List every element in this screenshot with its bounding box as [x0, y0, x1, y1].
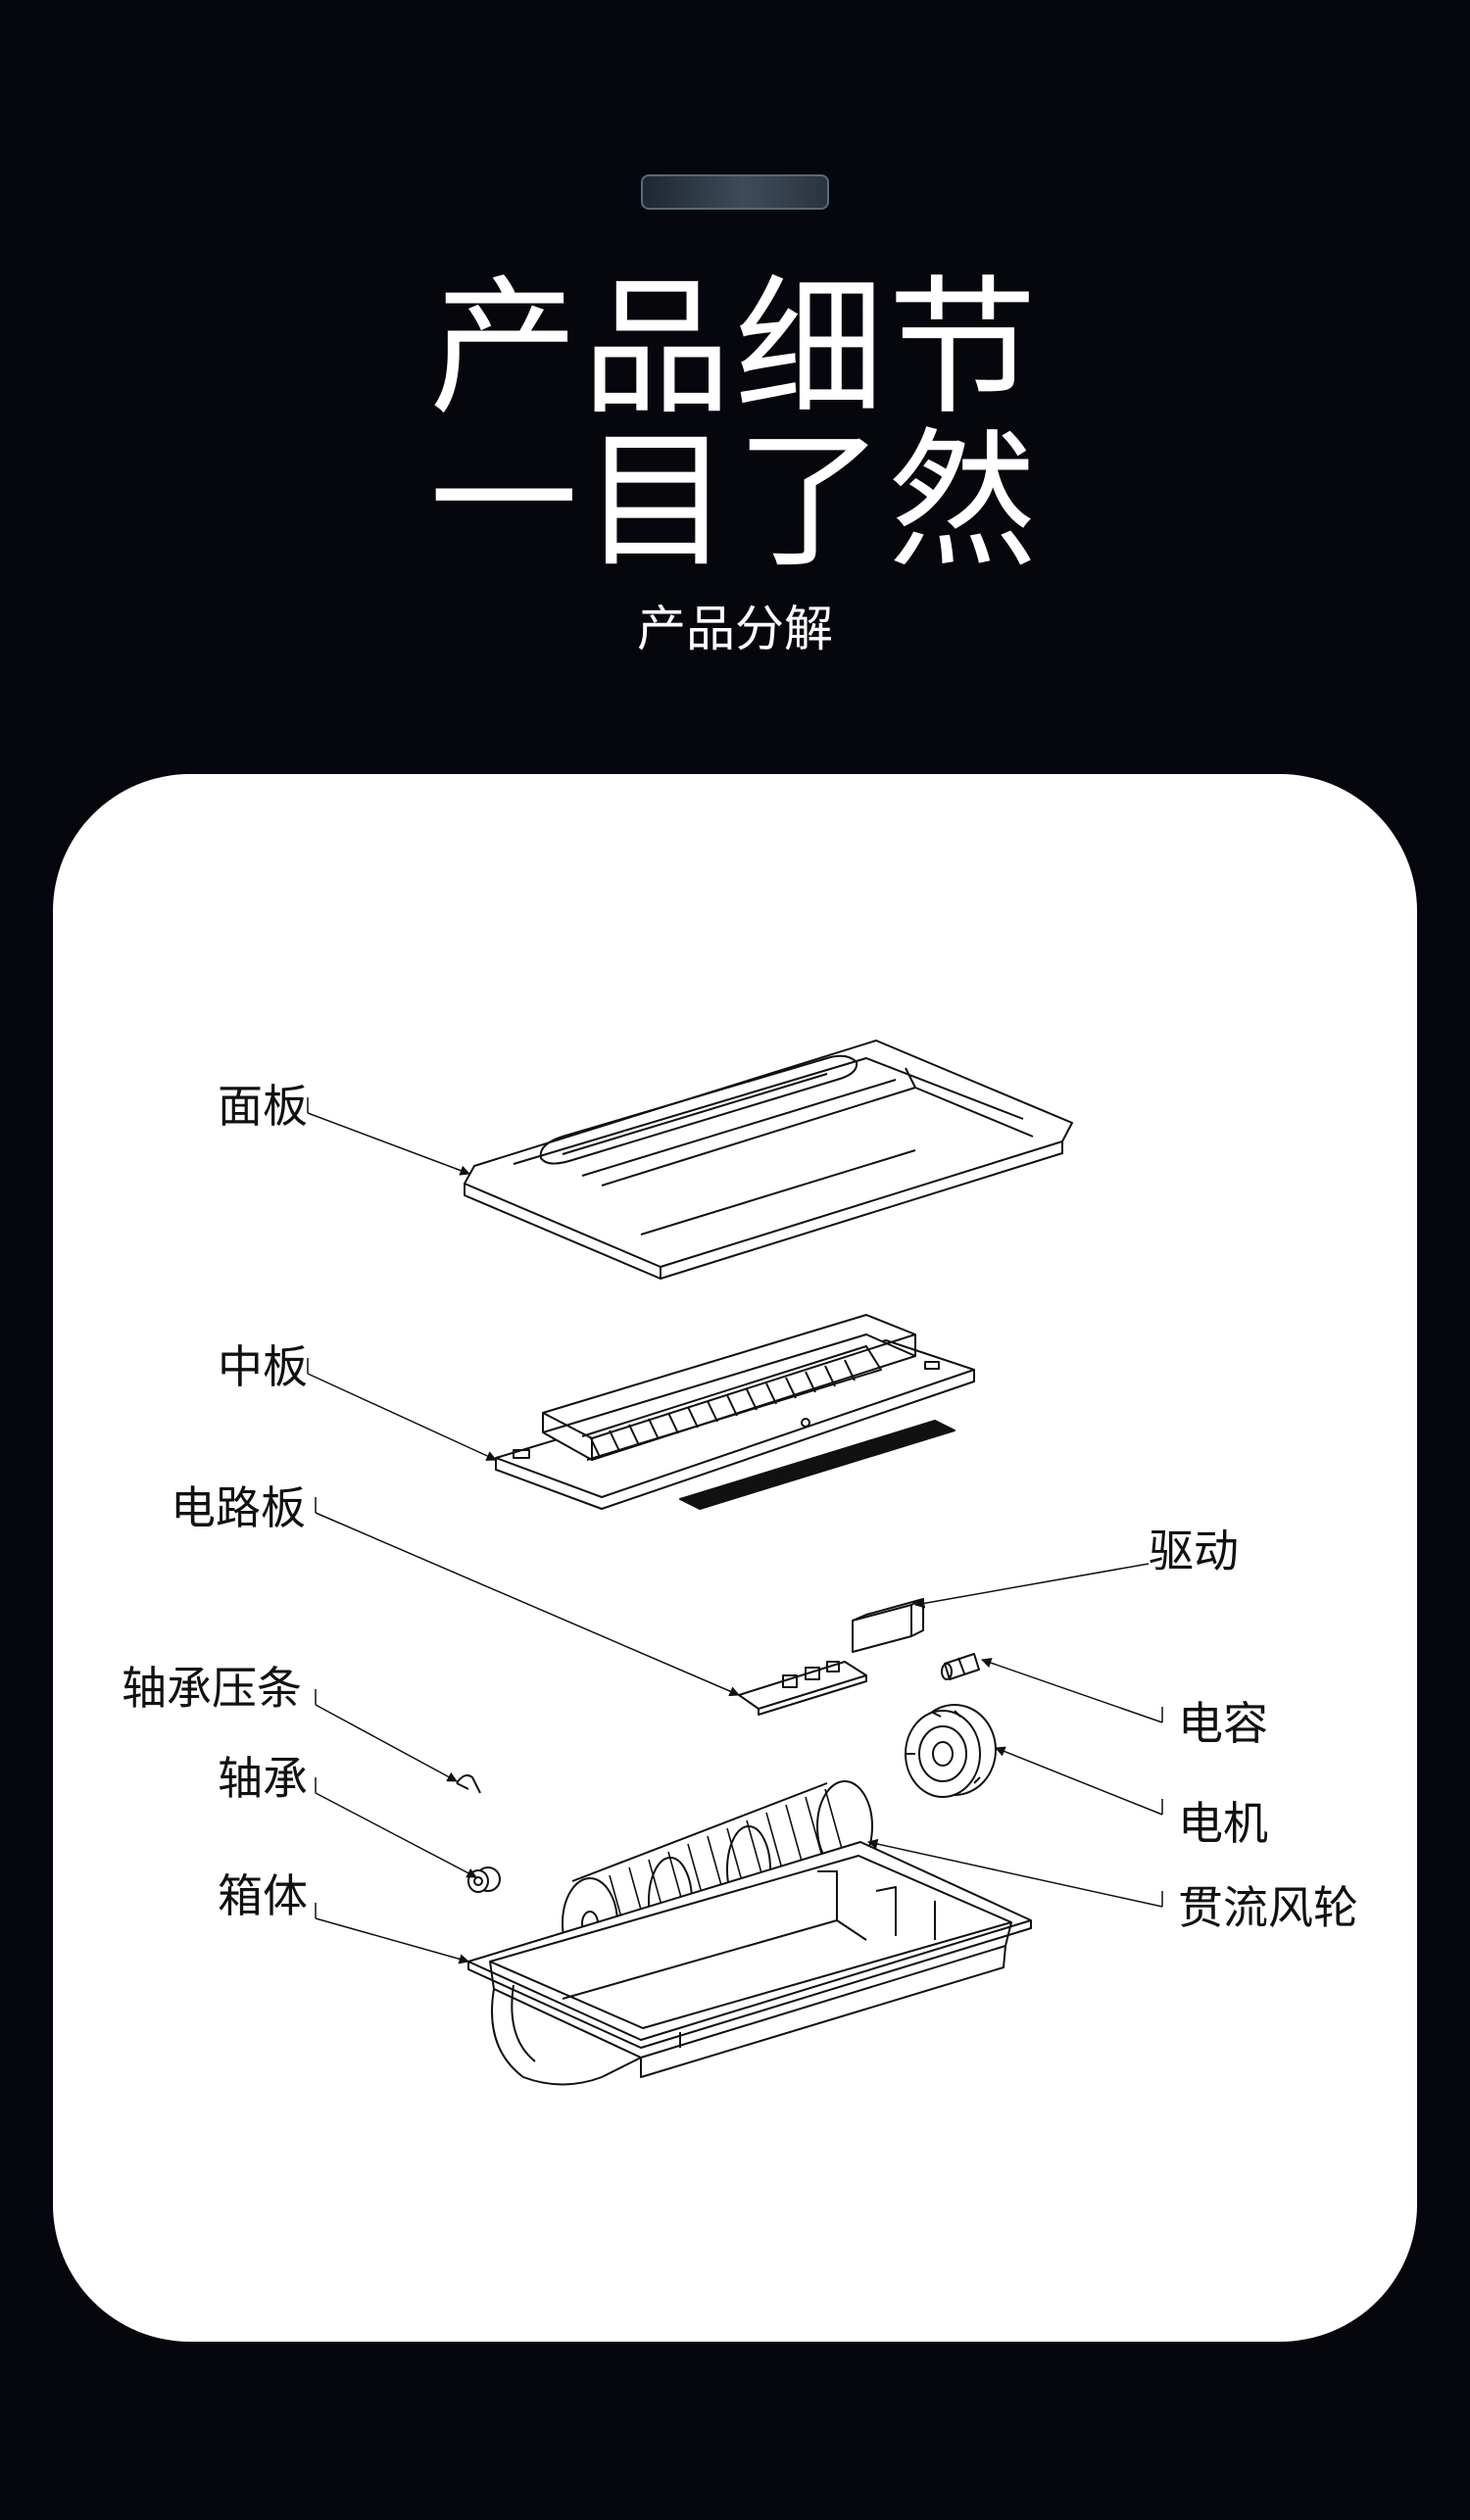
- label-bearing-strip: 轴承压条: [122, 1662, 302, 1715]
- bearing-part: [467, 1866, 501, 1893]
- label-middle-plate: 中板: [218, 1340, 308, 1393]
- label-driver: 驱动: [1149, 1525, 1239, 1577]
- leader-lines: [307, 1112, 1163, 1964]
- exploded-view-card: 面板 中板 电路板 轴承压条 轴承 箱体 驱动 电容 电机 贯流风轮: [53, 774, 1417, 2342]
- headline-line2: 一目了然: [429, 414, 1041, 588]
- decorative-pill: [641, 174, 829, 210]
- circuit-board-part: [738, 1661, 867, 1716]
- bearing-strip-part: [456, 1774, 481, 1794]
- driver-part: [852, 1598, 924, 1653]
- middle-plate-part: [495, 1314, 975, 1510]
- exploded-diagram: [307, 1040, 1163, 2086]
- label-motor: 电机: [1178, 1797, 1268, 1850]
- label-housing: 箱体: [218, 1869, 308, 1922]
- label-capacitor: 电容: [1178, 1697, 1268, 1750]
- label-circuit-board: 电路板: [171, 1481, 306, 1534]
- label-panel: 面板: [218, 1080, 308, 1133]
- panel-part: [464, 1040, 1073, 1280]
- capacitor-part: [941, 1653, 980, 1680]
- section-subtitle: 产品分解: [637, 601, 833, 657]
- headline-line1: 产品细节: [429, 262, 1041, 435]
- housing-part: [467, 1841, 1032, 2086]
- label-crossflow-wheel: 贯流风轮: [1178, 1881, 1358, 1934]
- motor-part: [905, 1704, 997, 1798]
- label-bearing: 轴承: [218, 1752, 308, 1805]
- leader-ticks: [307, 1097, 1163, 1918]
